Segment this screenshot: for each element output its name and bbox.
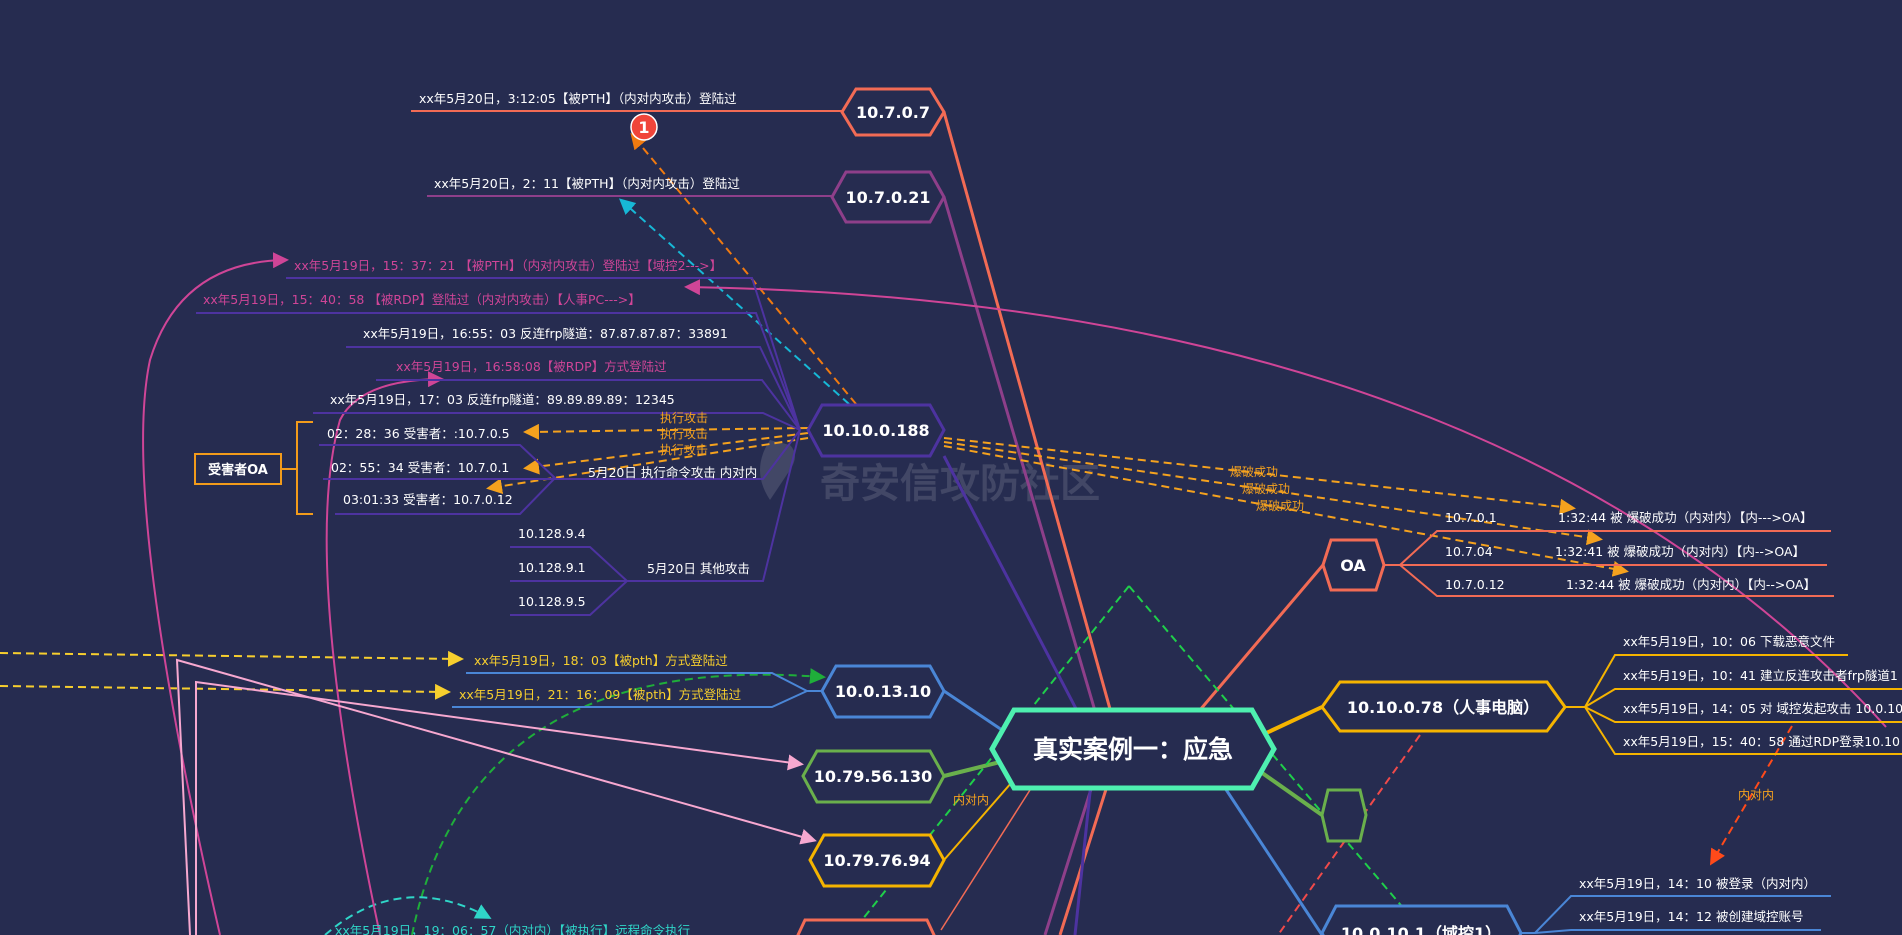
node-label: 10.10.0.188 [822, 421, 929, 440]
victim-label: 02：55：34 受害者：10.7.0.1 [331, 460, 509, 475]
node-oa[interactable]: OA [1321, 538, 1386, 592]
event-label: xx年5月19日，10：41 建立反连攻击者frp隧道1 [1623, 668, 1898, 683]
arrow-label: 爆破成功 [1230, 464, 1278, 479]
other-group-label: 5月20日 其他攻击 [647, 561, 750, 576]
ip-label: 10.128.9.4 [518, 526, 586, 541]
bracket [281, 421, 313, 515]
node-10-7-0-21[interactable]: 10.7.0.21 [830, 170, 946, 224]
node-10-79-76-94[interactable]: 10.79.76.94 [808, 833, 946, 888]
branch-10-7-0-21: xx年5月20日，2：11【被PTH】（内对内攻击）登陆过 [427, 176, 832, 197]
branch-10-10-0-78: xx年5月19日，10：06 下载恶意文件 xx年5月19日，10：41 建立反… [1565, 634, 1902, 802]
branch-10-7-0-7: xx年5月20日，3:12:05【被PTH】（内对内攻击）登陆过 [411, 91, 842, 112]
victims-box-label: 受害者OA [208, 462, 268, 478]
node-empty-green[interactable] [1320, 788, 1368, 843]
node-10-10-0-188[interactable]: 10.10.0.188 [806, 403, 946, 458]
node-10-0-10-1[interactable]: 10.0.10.1（域控1） [1320, 904, 1523, 935]
event-label: xx年5月19日，18：03【被pth】方式登陆过 [474, 653, 728, 668]
event-label: xx年5月20日，2：11【被PTH】（内对内攻击）登陆过 [434, 176, 740, 191]
event-label: xx年5月19日，16:55：03 反连frp隧道：87.87.87.87：33… [363, 326, 728, 341]
node-label: 10.7.0.21 [845, 188, 930, 207]
event-label: xx年5月19日，21：16：09【被pth】方式登陆过 [459, 687, 742, 702]
watermark-logo-icon [760, 440, 795, 500]
center-title: 真实案例一：应急 [1033, 735, 1233, 764]
badge-number: 1 [638, 118, 649, 137]
center-node[interactable]: 真实案例一：应急 [989, 707, 1277, 791]
ip-label: 10.7.0.12 [1445, 577, 1505, 592]
event-label: xx年5月19日，14：12 被创建域控账号 [1579, 909, 1803, 924]
arrow-label: 执行攻击 [660, 411, 708, 425]
event-label: xx年5月19日，19：06：57（内对内）【被执行】远程命令执行 [335, 923, 690, 935]
node-label: OA [1340, 556, 1366, 575]
node-bottom-partial[interactable] [791, 918, 941, 935]
step-badge: 1 [630, 113, 658, 141]
branch-10-0-10-1: xx年5月19日，14：10 被登录（内对内） xx年5月19日，14：12 被… [1521, 876, 1831, 934]
branch-oa: 10.7.0.1 1:32:44 被 爆破成功（内对内）【内--->OA】 10… [1384, 510, 1834, 597]
node-label: 10.0.10.1（域控1） [1341, 924, 1501, 935]
node-label: 10.79.56.130 [814, 767, 932, 786]
arrow-label: 执行攻击 [660, 443, 708, 457]
watermark: 奇安信攻防社区 [760, 440, 1100, 507]
node-label: 10.7.0.7 [856, 103, 930, 122]
ip-label: 10.7.0.1 [1445, 510, 1497, 525]
victims-box[interactable]: 受害者OA [194, 421, 313, 515]
event-label: xx年5月19日，10：06 下载恶意文件 [1623, 634, 1835, 649]
event-label: xx年5月19日，16:58:08【被RDP】方式登陆过 [396, 359, 667, 374]
arrow-label: 爆破成功 [1256, 498, 1304, 513]
node-label: 10.10.0.78（人事电脑） [1347, 698, 1539, 717]
event-label: xx年5月20日，3:12:05【被PTH】（内对内攻击）登陆过 [419, 91, 737, 106]
event-label: xx年5月19日，15：40：58 【被RDP】登陆过（内对内攻击）【人事PC-… [203, 292, 641, 307]
arrow-label: 内对内 [1738, 788, 1774, 802]
event-label: xx年5月19日，17：03 反连frp隧道：89.89.89.89：12345 [330, 392, 675, 407]
ip-label: 10.128.9.1 [518, 560, 586, 575]
arrow-label: 内对内 [953, 793, 989, 807]
event-label: 1:32:44 被 爆破成功（内对内）【内--->OA】 [1558, 510, 1813, 525]
event-label: 1:32:44 被 爆破成功（内对内）【内-->OA】 [1566, 577, 1816, 592]
victim-label: 02：28：36 受害者：:10.7.0.5 [327, 426, 510, 441]
arrow-label: 爆破成功 [1242, 481, 1290, 496]
node-10-79-56-130[interactable]: 10.79.56.130 [801, 749, 946, 804]
relation-arrows [0, 132, 1887, 935]
node-10-7-0-7[interactable]: 10.7.0.7 [840, 87, 946, 137]
branch-10-0-13-10: xx年5月19日，18：03【被pth】方式登陆过 xx年5月19日，21：16… [452, 653, 822, 708]
event-label: xx年5月19日，14：10 被登录（内对内） [1579, 876, 1816, 891]
node-label: 10.0.13.10 [835, 682, 931, 701]
ip-label: 10.128.9.5 [518, 594, 586, 609]
branch-10-10-0-188 [196, 277, 801, 616]
node-label: 10.79.76.94 [823, 851, 930, 870]
victim-label: 03:01:33 受害者：10.7.0.12 [343, 492, 513, 507]
event-label: 1:32:41 被 爆破成功（内对内）【内-->OA】 [1555, 544, 1805, 559]
node-10-0-13-10[interactable]: 10.0.13.10 [820, 664, 946, 719]
exec-group-label: 5月20日 执行命令攻击 内对内 [588, 465, 757, 480]
event-label: xx年5月19日，15：40：58 通过RDP登录10.10 [1623, 734, 1900, 749]
ip-label: 10.7.04 [1445, 544, 1493, 559]
event-label: xx年5月19日，15：37：21 【被PTH】（内对内攻击）登陆过【域控2--… [294, 258, 722, 273]
center-connectors [940, 111, 1325, 935]
event-label: xx年5月19日，14：05 对 域控发起攻击 10.0.10 [1623, 701, 1902, 716]
arrow-label: 执行攻击 [660, 427, 708, 441]
node-10-10-0-78[interactable]: 10.10.0.78（人事电脑） [1320, 680, 1567, 733]
